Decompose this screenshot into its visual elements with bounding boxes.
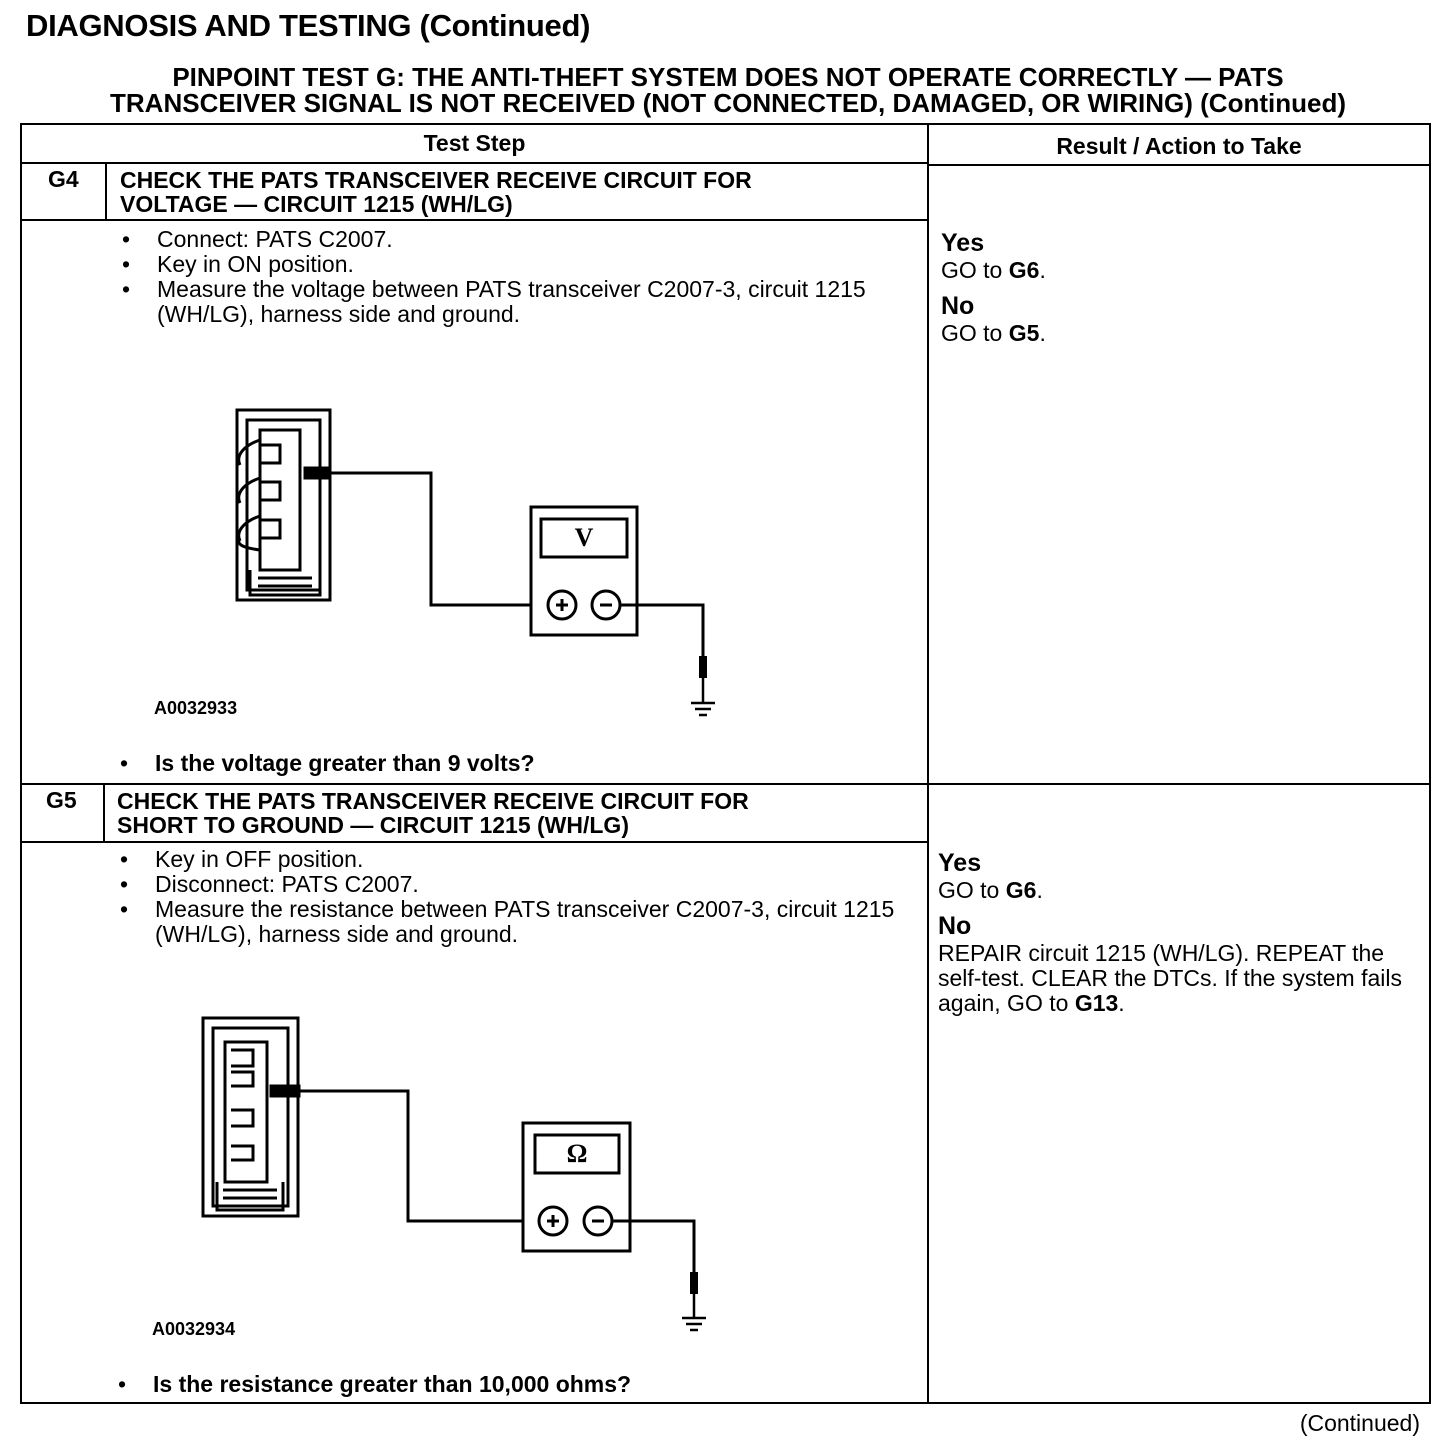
no-target: G13 — [1074, 990, 1119, 1016]
meter-symbol: V — [575, 523, 594, 552]
title-divider-g5 — [20, 841, 927, 843]
lead-negative — [620, 603, 705, 665]
no-action: GO to G5. — [941, 320, 1046, 346]
header-test-step: Test Step — [423, 130, 526, 156]
no-label: No — [938, 912, 972, 940]
meter-symbol: Ω — [567, 1139, 588, 1168]
yes-action: GO to G6. — [938, 877, 1043, 903]
figure-id-g4: A0032933 — [154, 698, 238, 718]
result-g4: Yes GO to G6. No GO to G5. — [941, 228, 1411, 346]
yes-action: GO to G6. — [941, 257, 1046, 283]
pinpoint-test-title-line1: PINPOINT TEST G: THE ANTI-THEFT SYSTEM D… — [172, 62, 1284, 92]
step-id-g4: G4 — [48, 166, 79, 192]
question-g5: Is the resistance greater than 10,000 oh… — [118, 1371, 631, 1398]
step-id-g5: G5 — [46, 787, 77, 813]
step-title-g5-line1: CHECK THE PATS TRANSCEIVER RECEIVE CIRCU… — [117, 788, 749, 814]
question-g4: Is the voltage greater than 9 volts? — [120, 750, 535, 777]
list-item: Disconnect: PATS C2007. — [120, 872, 900, 898]
step-id-divider-g5 — [103, 783, 105, 841]
list-item: Measure the voltage between PATS transce… — [122, 277, 902, 327]
question-text: Is the resistance greater than 10,000 oh… — [153, 1371, 632, 1397]
continued-label: (Continued) — [1299, 1410, 1420, 1436]
list-item: Connect: PATS C2007. — [122, 227, 902, 253]
probe-icon — [699, 656, 707, 678]
connector-icon — [201, 1016, 301, 1218]
step-title-g5-line2: SHORT TO GROUND — CIRCUIT 1215 (WH/LG) — [117, 812, 629, 838]
ground-icon — [691, 678, 715, 717]
ground-icon — [682, 1294, 706, 1332]
connector-icon — [235, 408, 332, 602]
title-divider-g4 — [20, 219, 929, 221]
step-title-g4-line2: VOLTAGE — CIRCUIT 1215 (WH/LG) — [120, 191, 513, 217]
lead-positive — [299, 1089, 523, 1223]
lead-positive — [330, 471, 531, 607]
list-item: Measure the resistance between PATS tran… — [120, 897, 900, 947]
row-divider — [20, 783, 1431, 785]
figure-id-g5: A0032934 — [152, 1319, 236, 1339]
column-divider — [927, 123, 929, 1404]
meter-icon — [529, 505, 639, 637]
step-title-g4-line1: CHECK THE PATS TRANSCEIVER RECEIVE CIRCU… — [120, 167, 752, 193]
header-divider-left — [20, 162, 929, 164]
test-table — [20, 123, 1431, 1404]
no-label: No — [941, 292, 975, 320]
yes-target: G6 — [1005, 877, 1037, 903]
probe-icon — [690, 1272, 698, 1294]
step-title-g4: CHECK THE PATS TRANSCEIVER RECEIVE CIRCU… — [120, 168, 752, 216]
step-actions-g5: Key in OFF position. Disconnect: PATS C2… — [120, 847, 900, 947]
voltmeter-diagram-g4: V — [235, 408, 715, 717]
result-g5: Yes GO to G6. No REPAIR circuit 1215 (WH… — [938, 848, 1418, 1016]
header-divider-right — [927, 164, 1431, 166]
yes-label: Yes — [938, 849, 982, 877]
lead-negative — [612, 1219, 696, 1278]
header-result: Result / Action to Take — [1056, 133, 1302, 159]
pinpoint-test-title-line2: TRANSCEIVER SIGNAL IS NOT RECEIVED (NOT … — [110, 88, 1346, 118]
step-title-g5: CHECK THE PATS TRANSCEIVER RECEIVE CIRCU… — [117, 789, 749, 837]
list-item: Key in ON position. — [122, 252, 902, 278]
yes-label: Yes — [941, 229, 985, 257]
yes-target: G6 — [1008, 257, 1040, 283]
step-id-divider-g4 — [105, 162, 107, 221]
list-item: Key in OFF position. — [120, 847, 900, 873]
ohmmeter-diagram-g5: Ω — [201, 1016, 706, 1332]
no-target: G5 — [1008, 320, 1040, 346]
no-action: REPAIR circuit 1215 (WH/LG). REPEAT the … — [938, 940, 1402, 1016]
question-text: Is the voltage greater than 9 volts? — [155, 750, 535, 776]
step-actions-g4: Connect: PATS C2007. Key in ON position.… — [122, 227, 902, 327]
page-heading: DIAGNOSIS AND TESTING (Continued) — [26, 8, 591, 43]
